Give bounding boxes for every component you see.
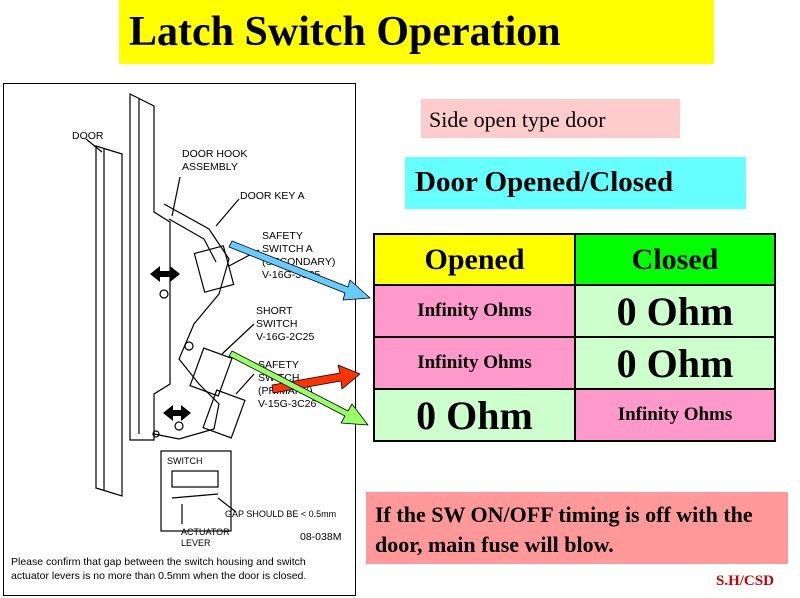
arrow-safety-switch-a [228, 240, 371, 301]
safety-switch-a-body [193, 245, 235, 293]
header-opened: Opened [373, 233, 576, 286]
table-row-safety-a: Infinity Ohms 0 Ohm [373, 284, 776, 338]
arrow-safety-switch-b [228, 350, 369, 426]
label-short-2: SWITCH [256, 318, 298, 330]
label-gap: GAP SHOULD BE < 0.5mm [225, 509, 337, 519]
door-state-heading: Door Opened/Closed [415, 166, 674, 198]
cell-safety-a-opened: Infinity Ohms [373, 284, 576, 338]
door-hook-assembly [153, 203, 230, 440]
cell-safety-b-opened: 0 Ohm [373, 388, 576, 442]
cell-safety-a-closed: 0 Ohm [574, 284, 776, 338]
label-short-1: SHORT [256, 305, 293, 317]
double-arrow-icon [163, 405, 191, 421]
latch-diagram: DOOR DOOR HOOK ASSEMBLY DOOR KEY A SAFET… [3, 83, 356, 596]
cell-short-closed: 0 Ohm [574, 336, 776, 390]
label-switch: SWITCH [167, 456, 203, 466]
caption-line-2: actuator levers is no more than 0.5mm wh… [11, 570, 307, 582]
latch-drawing [85, 93, 260, 532]
switch-state-table: Opened Closed Infinity Ohms 0 Ohm Infini… [373, 233, 776, 442]
side-open-label-box: Side open type door [421, 99, 680, 138]
title-banner: Latch Switch Operation [119, 0, 714, 64]
label-door-key: DOOR KEY A [240, 190, 305, 202]
caption-line-1: Please confirm that gap between the swit… [11, 556, 306, 568]
latch-housing [129, 93, 171, 441]
label-short-3: V-16G-2C25 [256, 331, 315, 343]
label-actuator-2: LEVER [181, 538, 211, 548]
double-arrow-icon [150, 266, 180, 282]
door-panel [95, 145, 123, 497]
label-door: DOOR [72, 130, 104, 142]
switch-detail-box [160, 450, 232, 532]
cell-short-opened: Infinity Ohms [373, 336, 576, 390]
warning-note: If the SW ON/OFF timing is off with the … [375, 502, 753, 557]
label-figure-code: 08-038M [300, 531, 342, 543]
label-door-hook-1: DOOR HOOK [182, 148, 248, 160]
label-door-hook-2: ASSEMBLY [182, 161, 238, 173]
side-open-label: Side open type door [429, 107, 606, 132]
page-title: Latch Switch Operation [129, 9, 561, 55]
cell-safety-b-closed: Infinity Ohms [574, 388, 776, 442]
label-safety-a-2: SWITCH A [262, 243, 313, 255]
label-actuator-1: ACTUATOR [181, 527, 230, 537]
label-safety-a-1: SAFETY [262, 230, 303, 242]
table-row-safety-b: 0 Ohm Infinity Ohms [373, 388, 776, 442]
movement-arrows [150, 266, 191, 421]
label-safety-b-1: SAFETY [258, 359, 299, 371]
safety-switch-b-body [202, 389, 246, 439]
short-switch-body [189, 347, 233, 397]
door-state-heading-box: Door Opened/Closed [405, 157, 746, 209]
header-closed: Closed [574, 233, 776, 286]
credit-label: S.H/CSD [716, 573, 774, 589]
warning-note-box: If the SW ON/OFF timing is off with the … [366, 492, 788, 564]
table-row-short: Infinity Ohms 0 Ohm [373, 336, 776, 390]
label-safety-b-4: V-15G-3C26 [258, 398, 317, 410]
table-header-row: Opened Closed [373, 233, 776, 286]
